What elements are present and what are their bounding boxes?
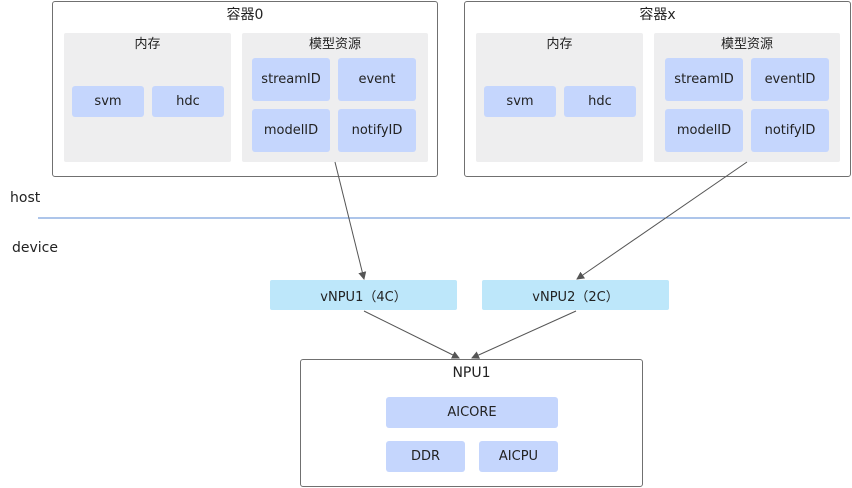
container-0: 容器0 内存 svm hdc 模型资源 streamID event model… (52, 1, 438, 177)
container-x-model-resources-title: 模型资源 (720, 37, 773, 52)
container-0-title: 容器0 (226, 7, 264, 23)
aicore-chip: AICORE (386, 397, 558, 428)
device-label: device (12, 240, 58, 256)
container-0-memory-group: 内存 svm hdc (64, 33, 231, 162)
arrow-vnpu2-to-npu1 (471, 310, 577, 359)
host-label: host (10, 190, 41, 206)
npu1-box: NPU1 AICORE DDR AICPU (300, 359, 643, 487)
container-x-model-resources-group: 模型资源 streamID eventID modelID notifyID (654, 33, 840, 162)
arrow-containerx-to-vnpu2 (576, 161, 748, 280)
container-x-memory-group: 内存 svm hdc (476, 33, 643, 162)
arrow-vnpu1-to-npu1 (363, 310, 460, 359)
container-0-model-resources-group: 模型资源 streamID event modelID notifyID (242, 33, 428, 162)
container-x-svm-chip: svm (484, 86, 556, 117)
container-0-svm-chip: svm (72, 86, 144, 117)
container-x-memory-title: 内存 (546, 37, 573, 52)
container-0-model-resources-title: 模型资源 (308, 37, 361, 52)
container-0-streamid-chip: streamID (252, 58, 330, 101)
vnpu1-box: vNPU1（4C） (270, 280, 457, 310)
container-0-memory-title: 内存 (134, 37, 161, 52)
container-x-notifyid-chip: notifyID (751, 109, 829, 152)
container-x-eventid-chip: eventID (751, 58, 829, 101)
aicpu-chip: AICPU (479, 441, 558, 472)
container-x-title: 容器x (639, 7, 676, 23)
arrow-container0-to-vnpu1 (334, 161, 367, 280)
ddr-chip: DDR (386, 441, 465, 472)
container-x-streamid-chip: streamID (665, 58, 743, 101)
npu1-title: NPU1 (452, 365, 491, 381)
container-x: 容器x 内存 svm hdc 模型资源 streamID eventID mod… (464, 1, 851, 177)
container-0-modelid-chip: modelID (252, 109, 330, 152)
vnpu2-box: vNPU2（2C） (482, 280, 669, 310)
container-0-event-chip: event (338, 58, 416, 101)
container-x-modelid-chip: modelID (665, 109, 743, 152)
container-x-hdc-chip: hdc (564, 86, 636, 117)
container-0-hdc-chip: hdc (152, 86, 224, 117)
container-0-notifyid-chip: notifyID (338, 109, 416, 152)
